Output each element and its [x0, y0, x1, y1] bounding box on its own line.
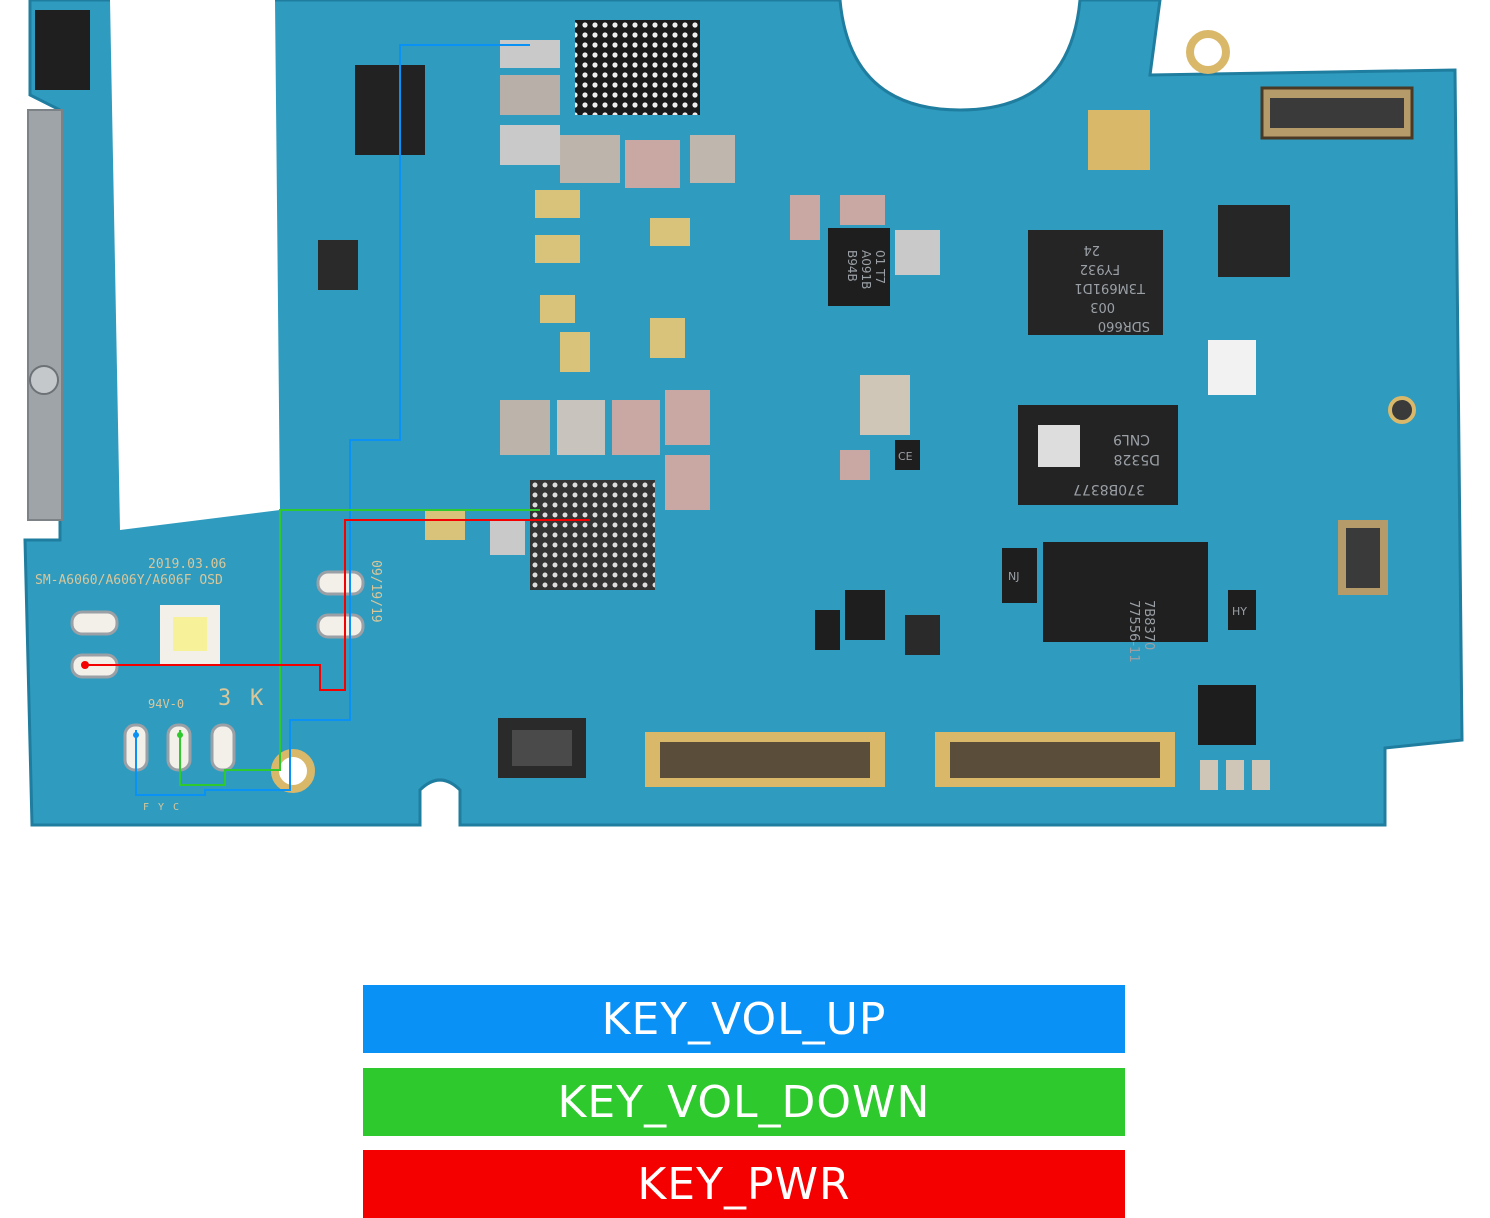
sdr-label-5: 24: [1083, 242, 1100, 257]
legend-key-pwr-label: KEY_PWR: [637, 1158, 851, 1210]
legend-key-pwr: KEY_PWR: [363, 1150, 1125, 1218]
components-cluster-top: [500, 40, 735, 372]
sdr-label-1: SDR660: [1098, 318, 1150, 333]
sdr-label-3: T3M691D1: [1074, 280, 1146, 295]
trace-key-pwr: [85, 519, 590, 691]
bottom-chip-label-1: 77556-11: [1126, 600, 1141, 663]
pad-letter-f: F: [143, 802, 149, 813]
nj-label: NJ: [1008, 570, 1019, 583]
legend-key-vol-up-label: KEY_VOL_UP: [601, 993, 887, 1045]
cpu-bga: [530, 480, 655, 590]
pad-letter-y: Y: [158, 802, 164, 813]
date-marking: 2019.03.06: [148, 557, 226, 572]
model-marking: SM-A6060/A606Y/A606F OSD: [35, 573, 223, 588]
chip-bottom: [1043, 542, 1208, 642]
amp-label-2: A091B: [859, 250, 873, 289]
ce-label: CE: [898, 450, 913, 463]
bottom-connectors: [498, 520, 1388, 790]
side-key-pads: [70, 570, 365, 772]
legend-key-vol-down: KEY_VOL_DOWN: [363, 1068, 1125, 1136]
chip-amp: [828, 228, 890, 306]
pad-letter-c: C: [173, 802, 179, 813]
amp-label-3: 01 T7: [873, 250, 887, 284]
vertical-marking: 09/19/19: [368, 560, 383, 623]
trace-key-vol-down: [179, 509, 540, 786]
sdr-label-4: FY932: [1080, 261, 1120, 276]
amp-label-1: B94B: [845, 250, 859, 282]
sdr-label-2: 003: [1090, 299, 1115, 314]
bottom-chip-label-2: 7B8370: [1141, 600, 1156, 650]
pcb-board-image: B94B A091B 01 T7 SDR660 003 T3M691D1 FY9…: [23, 0, 1464, 827]
chip-sdr: [1028, 230, 1163, 335]
legend-key-vol-down-label: KEY_VOL_DOWN: [557, 1076, 931, 1128]
trace-key-vol-up: [135, 44, 530, 796]
hy-label: HY: [1232, 605, 1247, 618]
inductors-middle: [425, 195, 940, 555]
pmic-label-3: 370B8377: [1073, 481, 1145, 497]
pcb-code: 94V-0: [148, 697, 184, 711]
digit-k: K: [250, 686, 264, 711]
digit-3: 3: [218, 686, 231, 711]
legend-key-vol-up: KEY_VOL_UP: [363, 985, 1125, 1053]
pmic-label-1: D5328: [1114, 451, 1160, 467]
pmic-label-2: CNL9: [1113, 431, 1150, 447]
signal-traces: [81, 44, 590, 796]
